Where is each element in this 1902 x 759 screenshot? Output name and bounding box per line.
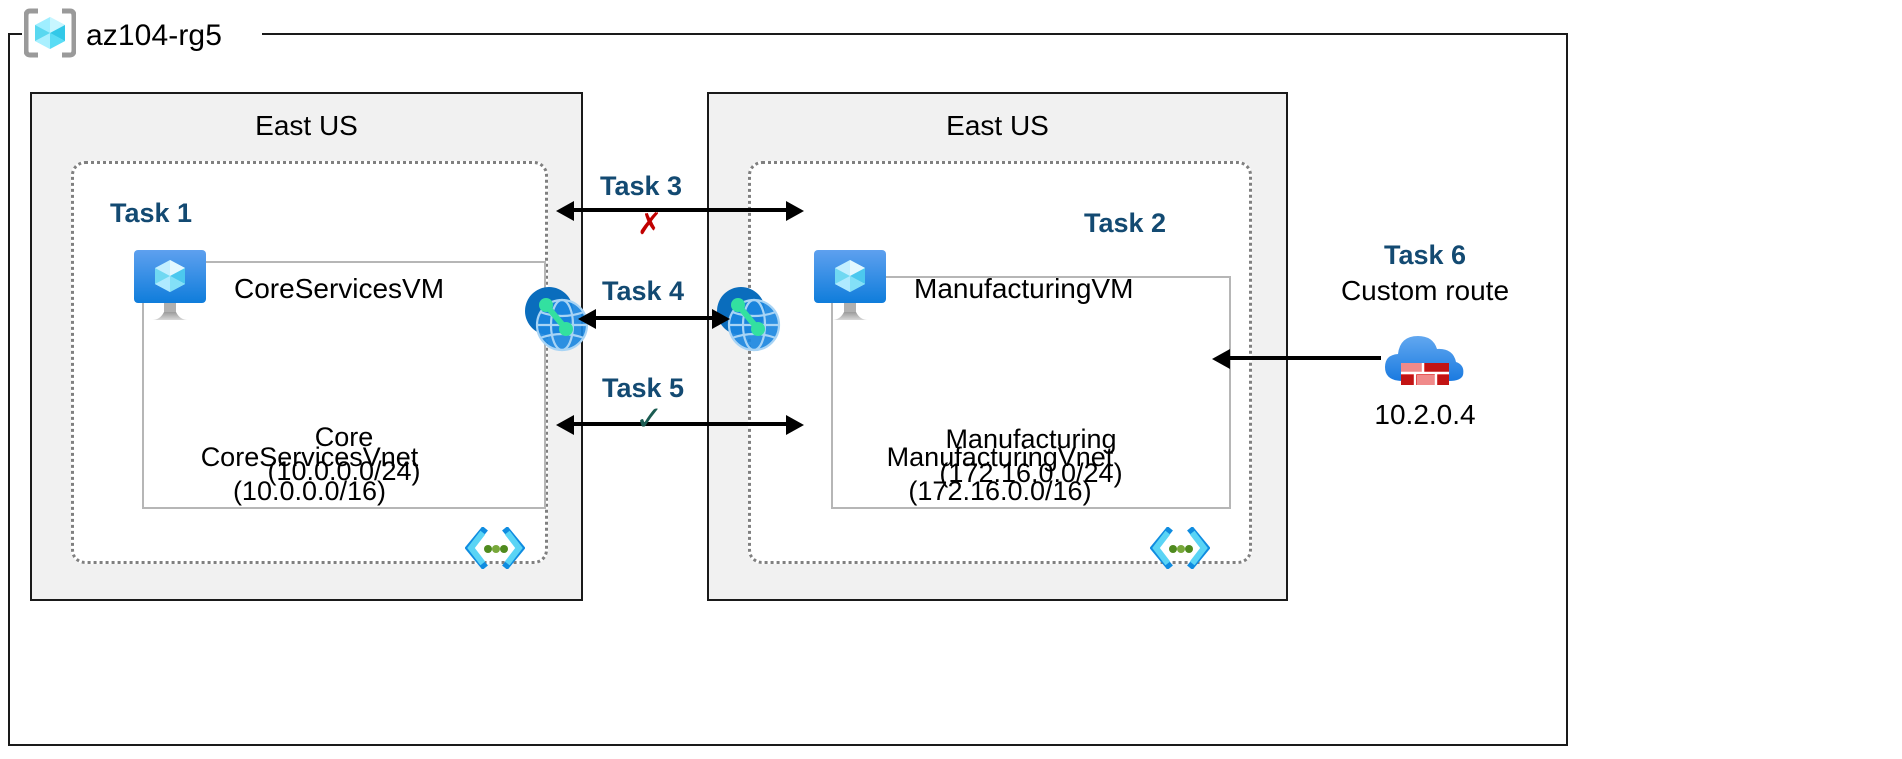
task-3-arrow-head-left [556,201,574,221]
subnet-manufacturing-label: Manufacturing (172.16.0.0/24) [833,422,1229,491]
region-east-us-left: East US Core (10.0.0.0/24) CoreServicesV… [30,92,583,601]
vnet-coreservicesvnet-label: CoreServicesVnet (10.0.0.0/16) [74,440,545,509]
subnet-core-name: Core [314,421,374,452]
vm-manufacturingvm-name: ManufacturingVM [914,272,1134,304]
region-east-us-right: East US Manufacturing (172.16.0.0/24) Ma… [707,92,1288,601]
firewall-cloud-icon [1320,323,1530,391]
vnet-coreservicesvnet: Core (10.0.0.0/24) CoreServicesVnet (10.… [71,161,548,564]
subnet-icon [464,526,526,574]
resource-group-header: az104-rg5 [23,8,222,63]
vnet-manufacturingvnet-label: ManufacturingVnet (172.16.0.0/16) [751,440,1249,509]
task-5-arrow-line-right [683,422,790,426]
task-6-arrow-line [1229,356,1381,360]
vnet-left-name-text: CoreServicesVnet [200,441,419,472]
vnet-left-cidr-text: (10.0.0.0/16) [232,476,387,507]
subnet-core-label: Core (10.0.0.0/24) [144,420,544,489]
subnet-manufacturing-name: Manufacturing [945,423,1117,454]
vm-coreservicesvm-name: CoreServicesVM [234,272,445,304]
task-3-label: Task 3 [600,171,683,201]
task-6-label: Task 6 [1383,240,1467,270]
vnet-right-cidr-text: (172.16.0.0/16) [908,476,1092,507]
task-5-arrow-line-left [573,422,683,426]
subnet-core-cidr: (10.0.0.0/24) [267,456,421,487]
vnet-manufacturingvnet: Manufacturing (172.16.0.0/24) Manufactur… [748,161,1252,564]
azure-resource-group-icon [23,8,77,63]
task-4-label: Task 4 [602,276,685,306]
region-label-left: East US [255,110,358,141]
allowed-mark-icon: ✓ [635,400,664,438]
vm-coreservicesvm: CoreServicesVM [128,248,444,329]
task-3-arrow-line-right [683,208,790,212]
task-4-arrow-head-right [712,309,730,329]
task-5-arrow-head-left [556,415,574,435]
task-3-arrow-line-left [573,208,683,212]
task-4-arrow-line-left [595,316,657,320]
vnet-right-name-text: ManufacturingVnet [886,441,1114,472]
custom-route-group: Task 6 Custom route [1320,240,1530,431]
virtual-machine-icon [808,248,892,329]
task-5-label: Task 5 [602,373,685,403]
resource-group-title-mask [22,24,262,46]
task-4-arrow-head-left [578,309,596,329]
task-5-arrow-head-right [786,415,804,435]
subnet-manufacturing: Manufacturing (172.16.0.0/24) [831,276,1231,509]
task-2-label: Task 2 [1084,208,1167,238]
virtual-machine-icon [128,248,212,329]
resource-group-name: az104-rg5 [86,18,222,52]
subnet-icon [1149,526,1211,574]
region-label-right: East US [946,110,1049,141]
vm-manufacturingvm: ManufacturingVM [808,248,1133,329]
task-6-arrow-head [1212,349,1230,369]
blocked-mark-icon: ✗ [637,208,663,241]
custom-route-label: Custom route [1340,275,1510,306]
task-1-label: Task 1 [110,198,193,228]
task-3-arrow-head-right [786,201,804,221]
custom-route-ip: 10.2.0.4 [1374,399,1476,430]
subnet-manufacturing-cidr: (172.16.0.0/24) [939,458,1123,489]
task-4-arrow-line-right [657,316,719,320]
subnet-core: Core (10.0.0.0/24) [142,261,546,509]
